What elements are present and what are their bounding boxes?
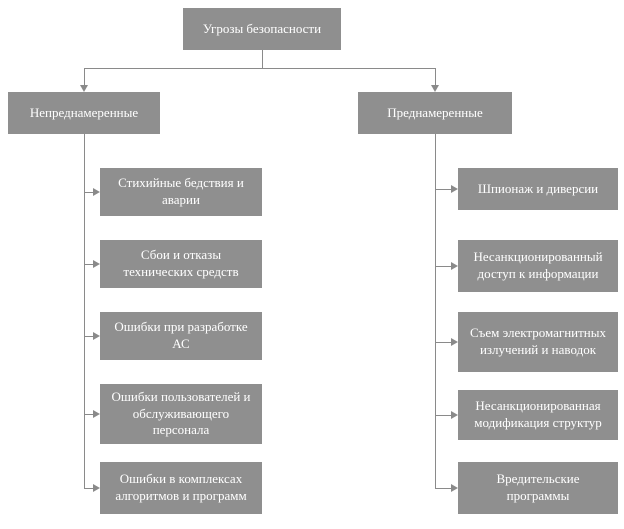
leaf-node-em-emissions: Съем электромагнитных излучений и наводо… bbox=[458, 312, 618, 372]
connector-left-item-1 bbox=[84, 192, 93, 193]
root-node-security-threats: Угрозы безопасности bbox=[183, 8, 341, 50]
leaf-node-development-errors: Ошибки при разработке АС bbox=[100, 312, 262, 360]
arrow-right-icon bbox=[451, 484, 458, 492]
arrow-down-icon bbox=[80, 85, 88, 92]
connector-right-branch-drop bbox=[435, 68, 436, 85]
leaf-node-natural-disasters: Стихийные бедствия и аварии bbox=[100, 168, 262, 216]
leaf-node-technical-failures: Сбои и отказы технических средств bbox=[100, 240, 262, 288]
arrow-right-icon bbox=[93, 410, 100, 418]
connector-right-item-4 bbox=[435, 415, 451, 416]
arrow-right-icon bbox=[93, 484, 100, 492]
connector-left-item-3 bbox=[84, 336, 93, 337]
connector-top-horizontal bbox=[84, 68, 436, 69]
connector-left-item-5 bbox=[84, 488, 93, 489]
connector-right-item-1 bbox=[435, 189, 451, 190]
connector-left-item-4 bbox=[84, 414, 93, 415]
connector-left-trunk bbox=[84, 134, 85, 488]
arrow-right-icon bbox=[451, 262, 458, 270]
arrow-right-icon bbox=[451, 338, 458, 346]
leaf-node-malicious-programs: Вредительские программы bbox=[458, 462, 618, 514]
arrow-right-icon bbox=[451, 411, 458, 419]
leaf-node-unauthorized-modification: Несанкционированная модификация структур bbox=[458, 390, 618, 440]
leaf-node-espionage: Шпионаж и диверсии bbox=[458, 168, 618, 210]
leaf-node-unauthorized-access: Несанкционированный доступ к информации bbox=[458, 240, 618, 292]
connector-left-branch-drop bbox=[84, 68, 85, 85]
arrow-right-icon bbox=[93, 260, 100, 268]
arrow-right-icon bbox=[93, 332, 100, 340]
leaf-node-algorithm-errors: Ошибки в комплексах алгоритмов и програм… bbox=[100, 462, 262, 514]
connector-right-item-3 bbox=[435, 342, 451, 343]
connector-left-item-2 bbox=[84, 264, 93, 265]
connector-right-item-2 bbox=[435, 266, 451, 267]
branch-node-unintentional: Непреднамеренные bbox=[8, 92, 160, 134]
branch-node-intentional: Преднамеренные bbox=[358, 92, 512, 134]
arrow-right-icon bbox=[451, 185, 458, 193]
arrow-right-icon bbox=[93, 188, 100, 196]
connector-right-item-5 bbox=[435, 488, 451, 489]
connector-right-trunk bbox=[435, 134, 436, 488]
leaf-node-user-errors: Ошибки пользователей и обслуживающего пе… bbox=[100, 384, 262, 444]
arrow-down-icon bbox=[431, 85, 439, 92]
connector-root-stub bbox=[262, 50, 263, 68]
